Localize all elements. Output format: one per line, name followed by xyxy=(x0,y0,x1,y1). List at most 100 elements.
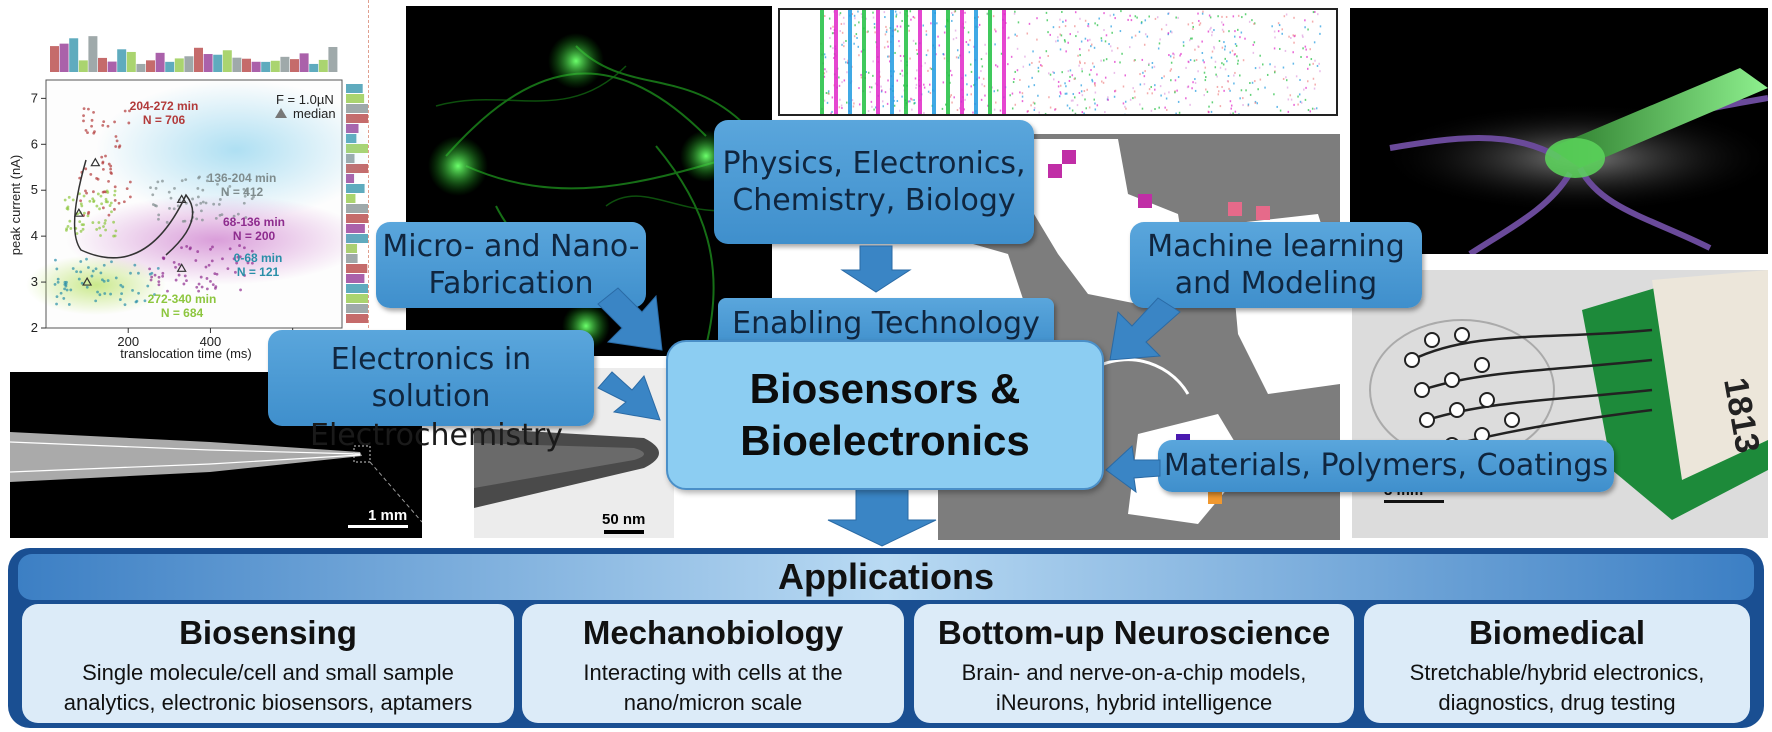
raster-dot xyxy=(1208,14,1211,17)
raster-dot xyxy=(1107,98,1109,101)
raster-dot xyxy=(1171,31,1173,34)
raster-dot xyxy=(967,31,970,34)
raster-dot xyxy=(984,43,986,46)
raster-band xyxy=(918,10,922,114)
scatter-point xyxy=(153,273,157,277)
scatter-point xyxy=(101,167,105,171)
raster-dot xyxy=(1012,81,1015,84)
raster-dot xyxy=(1244,37,1246,40)
raster-dot xyxy=(1252,43,1255,46)
raster-dot xyxy=(1217,15,1219,18)
raster-dot xyxy=(857,45,860,48)
raster-dot xyxy=(1174,90,1176,93)
scatter-point xyxy=(196,195,200,199)
raster-dot xyxy=(1237,14,1240,17)
scatter-point xyxy=(243,194,247,198)
raster-dot xyxy=(951,74,953,77)
raster-dot xyxy=(873,22,876,25)
scatter-point xyxy=(119,283,123,287)
raster-dot xyxy=(1087,22,1090,25)
raster-dot xyxy=(1174,91,1176,94)
raster-dot xyxy=(866,31,868,34)
raster-dot xyxy=(1312,11,1315,14)
raster-dot xyxy=(943,31,946,34)
scatter-point xyxy=(100,155,104,159)
scatter-point xyxy=(218,198,222,201)
raster-dot xyxy=(1088,73,1091,76)
scatter-point xyxy=(115,139,119,143)
raster-dot xyxy=(1292,62,1295,65)
raster-dot xyxy=(1033,84,1036,87)
scatter-point xyxy=(82,114,85,118)
raster-dot xyxy=(987,13,989,16)
scatter-point xyxy=(55,302,58,306)
raster-dot xyxy=(1223,48,1226,51)
raster-dot xyxy=(1264,86,1266,89)
raster-dot xyxy=(1077,54,1079,57)
raster-dot xyxy=(1234,52,1237,55)
raster-dot xyxy=(915,48,918,51)
raster-dot xyxy=(1287,98,1290,101)
raster-dot xyxy=(1032,101,1035,104)
scatter-point xyxy=(114,229,118,233)
raster-dot xyxy=(1233,74,1235,77)
raster-dot xyxy=(1187,85,1190,88)
scatter-point xyxy=(117,201,121,205)
scatter-point xyxy=(104,197,108,201)
raster-dot xyxy=(1067,41,1069,44)
raster-dot xyxy=(966,93,968,96)
raster-dot xyxy=(884,33,887,36)
scatter-point xyxy=(197,282,201,286)
raster-dot xyxy=(1084,98,1086,101)
raster-dot xyxy=(824,68,826,71)
raster-dot xyxy=(1232,15,1235,18)
raster-dot xyxy=(1214,66,1217,69)
raster-dot xyxy=(840,104,843,107)
center-line-1: Biosensors & xyxy=(749,364,1021,412)
raster-dot xyxy=(1313,108,1316,111)
raster-dot xyxy=(1061,71,1063,74)
raster-dot xyxy=(1191,22,1194,25)
scatter-point xyxy=(113,207,116,211)
raster-dot xyxy=(1256,102,1258,105)
raster-dot xyxy=(846,71,848,74)
scatter-point xyxy=(69,227,73,230)
median-marker xyxy=(176,194,187,204)
scatter-point xyxy=(123,303,127,307)
raster-dot xyxy=(823,72,826,75)
raster-dot xyxy=(884,91,887,94)
raster-dot xyxy=(1158,42,1161,45)
raster-dot xyxy=(930,68,933,71)
raster-dot xyxy=(1088,106,1091,109)
raster-dot xyxy=(1045,50,1048,53)
raster-dot xyxy=(1209,28,1211,31)
scatter-point xyxy=(67,195,71,199)
scatter-point xyxy=(191,197,194,201)
scatter-point xyxy=(87,266,90,269)
raster-dot xyxy=(845,61,847,64)
raster-dot xyxy=(1316,64,1319,67)
raster-dot xyxy=(1058,95,1061,98)
raster-dot xyxy=(841,107,843,110)
raster-dot xyxy=(1192,27,1194,30)
raster-dot xyxy=(1233,82,1235,85)
raster-dot xyxy=(1052,70,1054,73)
raster-dot xyxy=(1148,15,1150,18)
scatter-point xyxy=(172,207,176,211)
raster-dot xyxy=(1139,73,1141,76)
scatter-point xyxy=(103,292,107,295)
raster-dot xyxy=(1302,35,1304,38)
raster-dot xyxy=(1154,88,1156,91)
top-histogram-bar xyxy=(78,60,88,72)
raster-dot xyxy=(1310,58,1313,61)
app-card-neuroscience: Bottom-up Neuroscience Brain- and nerve-… xyxy=(914,604,1354,723)
raster-dot xyxy=(1130,19,1133,22)
raster-dot xyxy=(1021,95,1024,98)
scatter-point xyxy=(127,121,131,125)
scatter-point xyxy=(85,257,88,261)
raster-dot xyxy=(1239,97,1241,100)
scatter-point xyxy=(199,201,203,205)
raster-dot xyxy=(1073,96,1076,99)
raster-dot xyxy=(1237,59,1239,62)
raster-dot xyxy=(1283,15,1286,18)
